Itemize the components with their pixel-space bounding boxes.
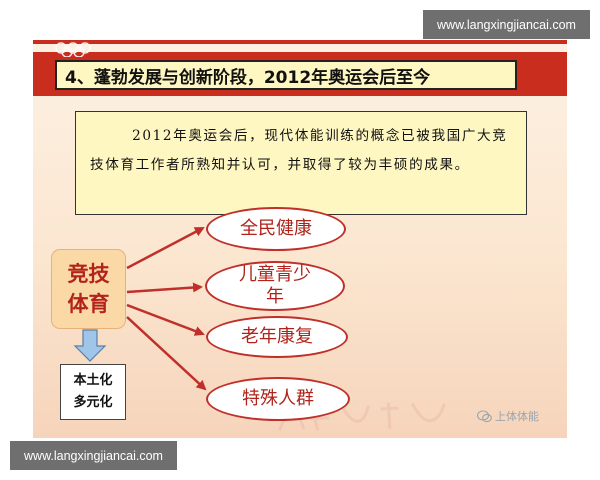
origin-box-competitive-sports: 竞技 体育 bbox=[51, 249, 126, 329]
target-ellipse-4: 特殊人群 bbox=[206, 377, 350, 421]
localization-box: 本土化 多元化 bbox=[60, 364, 126, 420]
local-line-1: 本土化 bbox=[73, 373, 113, 388]
intro-paragraph: 2012年奥运会后，现代体能训练的概念已被我国广大竞技体育工作者所熟知并认可，并… bbox=[75, 111, 527, 215]
target-label-4: 特殊人群 bbox=[242, 388, 314, 409]
slide: 4、蓬勃发展与创新阶段，2012年奥运会后至今 2012年奥运会后，现代体能训练… bbox=[33, 40, 567, 438]
arrow-to-target-1 bbox=[126, 226, 205, 270]
target-label-3: 老年康复 bbox=[241, 326, 313, 347]
olympic-rings-icon bbox=[55, 42, 91, 57]
origin-line-2: 体育 bbox=[67, 292, 110, 316]
target-ellipse-3: 老年康复 bbox=[206, 316, 348, 358]
slide-top-line bbox=[33, 40, 567, 44]
target-label-2: 儿童青少年 bbox=[239, 264, 311, 307]
down-arrow-icon bbox=[73, 329, 107, 362]
target-ellipse-1: 全民健康 bbox=[206, 207, 346, 251]
arrow-to-target-2 bbox=[126, 282, 203, 294]
origin-line-1: 竞技 bbox=[67, 262, 110, 286]
relationship-arrows bbox=[126, 226, 207, 391]
local-line-2: 多元化 bbox=[73, 395, 113, 410]
target-label-1: 全民健康 bbox=[240, 218, 312, 239]
slide-title: 4、蓬勃发展与创新阶段，2012年奥运会后至今 bbox=[55, 60, 517, 90]
account-name: 上体体能 bbox=[495, 410, 539, 423]
arrow-to-target-4 bbox=[126, 316, 207, 391]
top-watermark-url: www.langxingjiancai.com bbox=[423, 10, 590, 39]
account-watermark: 上体体能 bbox=[477, 408, 539, 424]
target-ellipse-2: 儿童青少年 bbox=[205, 261, 345, 311]
arrow-to-target-3 bbox=[126, 303, 205, 336]
bottom-watermark-url: www.langxingjiancai.com bbox=[10, 441, 177, 470]
wechat-icon bbox=[477, 409, 492, 422]
